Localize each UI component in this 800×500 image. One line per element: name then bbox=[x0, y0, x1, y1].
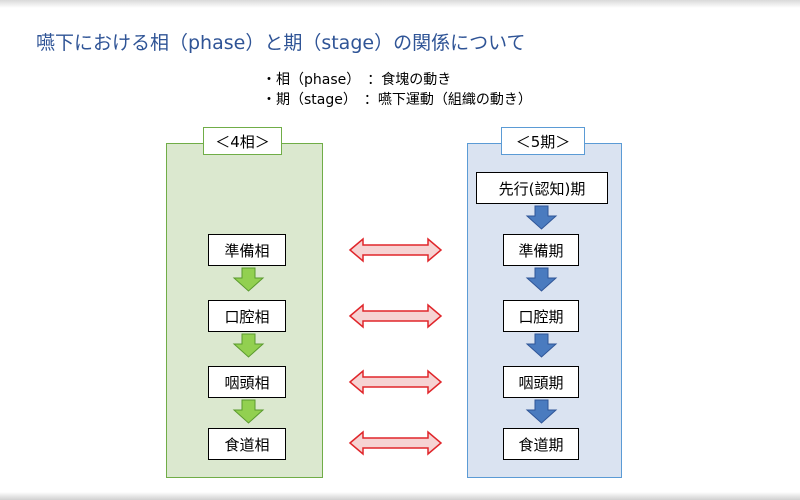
stage-node-preparatory: 準備期 bbox=[503, 234, 579, 266]
down-arrow-icon bbox=[525, 399, 558, 424]
double-arrow-icon bbox=[348, 430, 443, 456]
definition-stage: ・期（stage） ：嚥下運動（組織の動き） bbox=[262, 92, 532, 108]
phase-node-pharyngeal: 咽頭相 bbox=[208, 366, 286, 398]
stage-node-pharyngeal: 咽頭期 bbox=[503, 366, 579, 398]
stage-flow-arrows bbox=[525, 205, 558, 424]
definition-list: ・相（phase） ：食塊の動き ・期（stage） ：嚥下運動（組織の動き） bbox=[262, 70, 532, 110]
stage-node-anticipatory: 先行(認知)期 bbox=[476, 172, 608, 204]
double-arrow-icon bbox=[348, 303, 443, 329]
down-arrow-icon bbox=[525, 333, 558, 358]
stage-node-oral: 口腔期 bbox=[503, 300, 579, 332]
definition-phase: ・相（phase） ：食塊の動き bbox=[262, 72, 452, 88]
double-arrow-icon bbox=[348, 369, 443, 395]
correspondence-arrows bbox=[348, 237, 443, 456]
phase-panel-header: ＜4相＞ bbox=[203, 127, 282, 155]
phase-panel bbox=[166, 143, 323, 478]
down-arrow-icon bbox=[232, 399, 265, 424]
down-arrow-icon bbox=[232, 333, 265, 358]
phase-node-preparatory: 準備相 bbox=[208, 234, 286, 266]
down-arrow-icon bbox=[525, 205, 558, 230]
stage-panel-header: ＜5期＞ bbox=[501, 127, 585, 155]
down-arrow-icon bbox=[525, 267, 558, 292]
slide-title: 嚥下における相（phase）と期（stage）の関係について bbox=[36, 32, 526, 54]
stage-node-esophageal: 食道期 bbox=[503, 428, 579, 460]
phase-node-oral: 口腔相 bbox=[208, 300, 286, 332]
double-arrow-icon bbox=[348, 237, 443, 263]
slide-top-bar bbox=[0, 0, 800, 8]
down-arrow-icon bbox=[232, 267, 265, 292]
phase-node-esophageal: 食道相 bbox=[208, 428, 286, 460]
slide-bottom-bar bbox=[0, 492, 800, 500]
phase-flow-arrows bbox=[232, 267, 265, 424]
